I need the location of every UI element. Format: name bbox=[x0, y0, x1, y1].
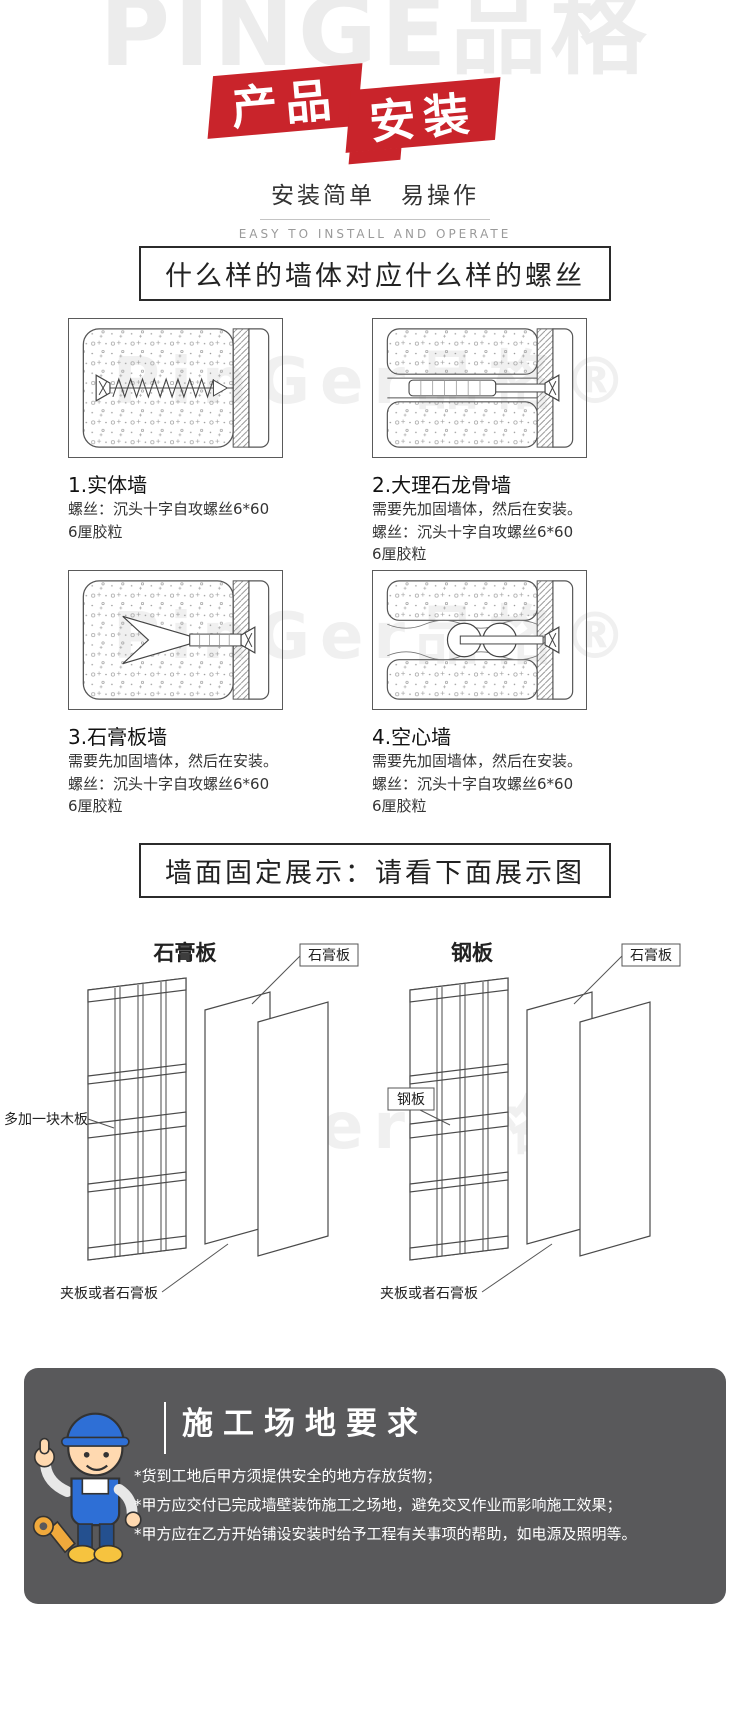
tagline: 安装简单 易操作 bbox=[271, 183, 479, 209]
anchor-plug-icon bbox=[408, 374, 560, 402]
footer-divider bbox=[164, 1402, 166, 1454]
wall-card-solid: 1.实体墙 螺丝：沉头十字自攻螺丝6*60 6厘胶粒 bbox=[68, 318, 328, 543]
tagline-divider bbox=[260, 219, 490, 220]
card-note: 需要先加固墙体，然后在安装。 bbox=[372, 500, 583, 518]
display-section-title: 墙面固定展示：请看下面展示图 bbox=[139, 843, 611, 898]
marble-keel-wall-diagram bbox=[372, 318, 587, 458]
extra-plank-callout: 多加一块木板 bbox=[4, 1111, 88, 1128]
product-badge: 产品 bbox=[207, 63, 363, 139]
card-title: 2.大理石龙骨墙 bbox=[372, 473, 512, 497]
card-size-spec: 6厘胶粒 bbox=[68, 797, 123, 815]
wall-card-marble-keel: 2.大理石龙骨墙 需要先加固墙体，然后在安装。 螺丝：沉头十字自攻螺丝6*60 … bbox=[372, 318, 632, 566]
right-panel-callout: 石膏板 bbox=[630, 947, 672, 964]
site-requirements-panel: 施工场地要求 *货到工地后甲方须提供安全的地方存放货物； *甲方应交付已完成墙壁… bbox=[24, 1368, 726, 1604]
wall-mount-assembly-diagram: 石膏板 钢板 石膏板 石膏板 钢板 多加一块木板 夹板或者石膏板 夹板或者石膏板 bbox=[4, 941, 681, 1302]
card-title: 4.空心墙 bbox=[372, 725, 452, 749]
solid-wall-diagram bbox=[68, 318, 283, 458]
top-brand-watermark: PINGE品格 bbox=[99, 0, 651, 88]
wall-mount-assembly: 石膏板 钢板 石膏板 石膏板 钢板 多加一块木板 夹板或者石膏板 夹板或者石膏板 bbox=[0, 928, 750, 1348]
thumbs-up-icon bbox=[33, 1437, 56, 1468]
right-assembly-heading: 钢板 bbox=[451, 941, 494, 965]
card-size-spec: 6厘胶粒 bbox=[372, 545, 427, 563]
install-badge-label: 安装 bbox=[367, 86, 480, 150]
butterfly-anchor-icon bbox=[446, 622, 560, 658]
gypsum-wall-diagram bbox=[68, 570, 283, 710]
site-requirements-title: 施工场地要求 bbox=[182, 1406, 428, 1442]
card-size-spec: 6厘胶粒 bbox=[372, 797, 427, 815]
left-assembly-heading: 石膏板 bbox=[153, 941, 218, 965]
card-screw-spec: 螺丝：沉头十字自攻螺丝6*60 bbox=[372, 522, 574, 541]
expansion-anchor-icon bbox=[122, 615, 256, 665]
card-note: 需要先加固墙体，然后在安装。 bbox=[372, 752, 583, 770]
product-badge-label: 产品 bbox=[229, 72, 342, 136]
card-note: 需要先加固墙体，然后在安装。 bbox=[68, 752, 279, 770]
worker-mascot bbox=[32, 1412, 142, 1564]
card-title: 1.实体墙 bbox=[68, 473, 148, 497]
site-requirements-notes: *货到工地后甲方须提供安全的地方存放货物； *甲方应交付已完成墙壁装饰施工之场地… bbox=[134, 1462, 712, 1549]
tagline-block: 安装简单 易操作 EASY TO INSTALL AND OPERATE bbox=[0, 176, 750, 241]
card-screw-spec: 螺丝：沉头十字自攻螺丝6*60 bbox=[372, 774, 574, 793]
site-note: *甲方应交付已完成墙壁装饰施工之场地，避免交叉作业而影响施工效果； bbox=[134, 1496, 622, 1514]
card-title: 3.石膏板墙 bbox=[68, 725, 168, 749]
left-bottom-callout: 夹板或者石膏板 bbox=[60, 1285, 158, 1302]
tagline-en: EASY TO INSTALL AND OPERATE bbox=[238, 227, 512, 241]
wall-card-gypsum: 3.石膏板墙 需要先加固墙体，然后在安装。 螺丝：沉头十字自攻螺丝6*60 6厘… bbox=[68, 570, 328, 818]
card-size-spec: 6厘胶粒 bbox=[68, 522, 123, 541]
hollow-wall-diagram bbox=[372, 570, 587, 710]
card-screw-spec: 螺丝：沉头十字自攻螺丝6*60 bbox=[68, 500, 270, 518]
screw-icon bbox=[95, 374, 234, 402]
site-note: *甲方应在乙方开始铺设安装时给予工程有关事项的帮助，如电源及照明等。 bbox=[134, 1525, 637, 1543]
wall-section-title: 什么样的墙体对应什么样的螺丝 bbox=[139, 246, 611, 301]
wall-card-hollow: 4.空心墙 需要先加固墙体，然后在安装。 螺丝：沉头十字自攻螺丝6*60 6厘胶… bbox=[372, 570, 632, 818]
wrench-icon bbox=[32, 1515, 76, 1554]
right-bottom-callout: 夹板或者石膏板 bbox=[380, 1285, 478, 1302]
card-screw-spec: 螺丝：沉头十字自攻螺丝6*60 bbox=[68, 774, 270, 793]
site-note: *货到工地后甲方须提供安全的地方存放货物； bbox=[134, 1467, 442, 1485]
install-badge: 安装 bbox=[345, 77, 501, 153]
steel-plate-callout: 钢板 bbox=[397, 1092, 425, 1108]
left-panel-callout: 石膏板 bbox=[308, 947, 350, 964]
